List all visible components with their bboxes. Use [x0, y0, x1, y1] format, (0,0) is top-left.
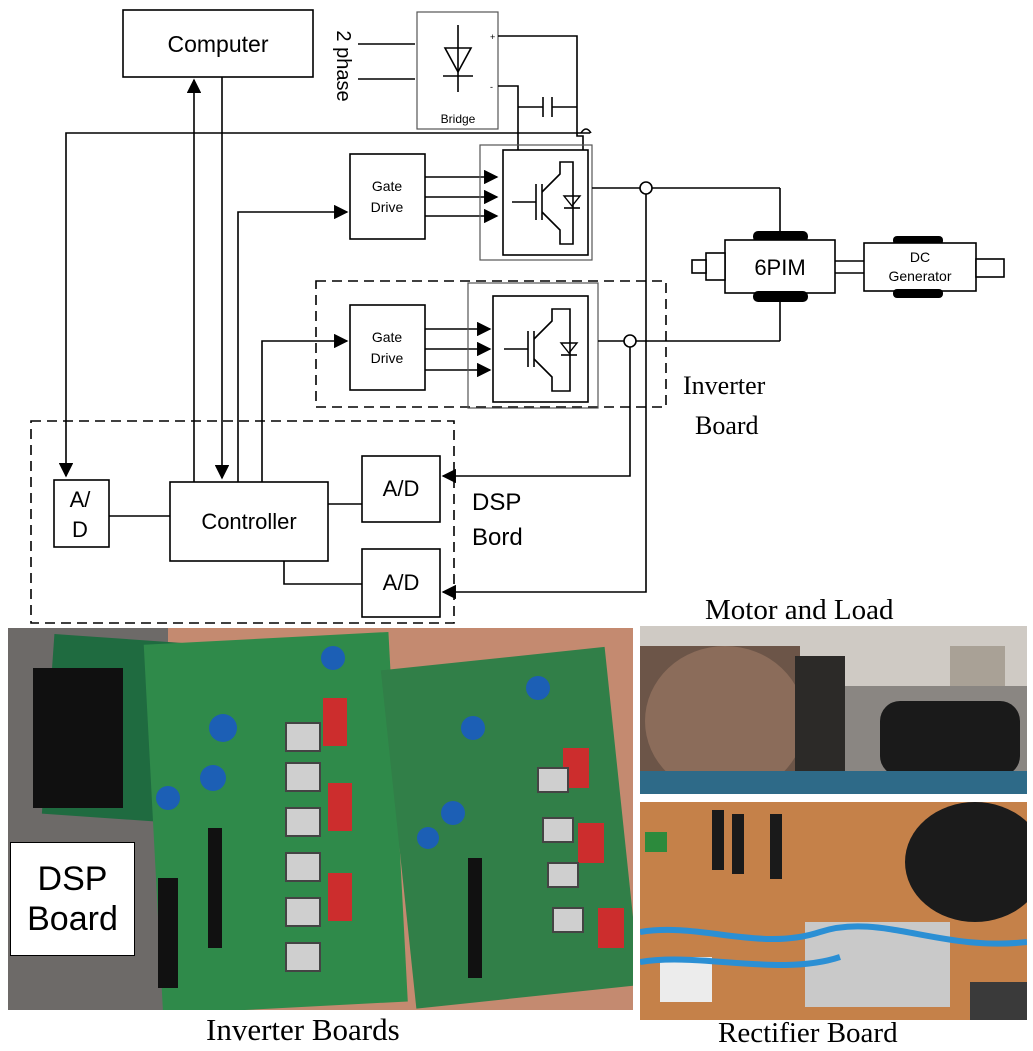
current-sensor-upper: [640, 182, 652, 194]
bridge-label: Bridge: [441, 112, 476, 126]
dsp-label-line2: Board: [27, 900, 118, 938]
rectifier-board-photo: [640, 802, 1027, 1020]
motor-label: 6PIM: [754, 255, 805, 280]
motor-load-photo: [640, 626, 1027, 794]
computer-label: Computer: [168, 31, 269, 57]
inverter-boards-caption: Inverter Boards: [206, 1010, 400, 1050]
two-phase-label: 2 phase: [332, 30, 354, 101]
inverter-board-line1: Inverter: [683, 371, 766, 400]
gate-drive-upper-line2: Drive: [371, 199, 404, 215]
gate-drive-upper-line1: Gate: [372, 178, 403, 194]
gate-drive-upper: [350, 154, 425, 239]
ad-top-label: A/D: [383, 476, 420, 501]
ad-bottom-label: A/D: [383, 570, 420, 595]
ad-left-line2: D: [72, 517, 88, 542]
generator-shaft: [976, 259, 1004, 277]
controller-to-gate-upper: [238, 212, 347, 482]
dc-generator-line1: DC: [910, 249, 930, 265]
rectifier-board-illustration: [640, 802, 1027, 1020]
controller-to-gate-lower: [262, 341, 347, 482]
motor-load-caption: Motor and Load: [705, 592, 893, 628]
current-sensor-lower: [624, 335, 636, 347]
ad-bottom-link: [284, 561, 362, 584]
bridge-plus: +: [490, 32, 495, 42]
motor-bottom-cap: [753, 291, 808, 302]
controller-label: Controller: [201, 509, 296, 534]
gate-drive-lower-line2: Drive: [371, 350, 404, 366]
gate-drive-lower-line1: Gate: [372, 329, 403, 345]
dc-generator-line2: Generator: [888, 268, 951, 284]
gate-drive-lower: [350, 305, 425, 390]
motor-shaft-left: [706, 253, 725, 280]
dsp-board-line2: Bord: [472, 524, 523, 551]
inverter-board-line2: Board: [695, 411, 759, 440]
bridge-minus: -: [490, 82, 493, 92]
dsp-label-line1: DSP: [38, 860, 108, 898]
rectifier-board-caption: Rectifier Board: [718, 1016, 898, 1051]
generator-bottom-cap: [893, 289, 943, 298]
motor-shaft-end: [692, 260, 706, 273]
dc-bus-negative: [498, 86, 518, 150]
ad-left-line1: A/: [70, 487, 92, 512]
dsp-board-line1: DSP: [472, 489, 521, 516]
block-diagram: Computer 2 phase Bridge + - Gate Drive: [0, 0, 1033, 630]
motor-load-illustration: [640, 626, 1027, 794]
